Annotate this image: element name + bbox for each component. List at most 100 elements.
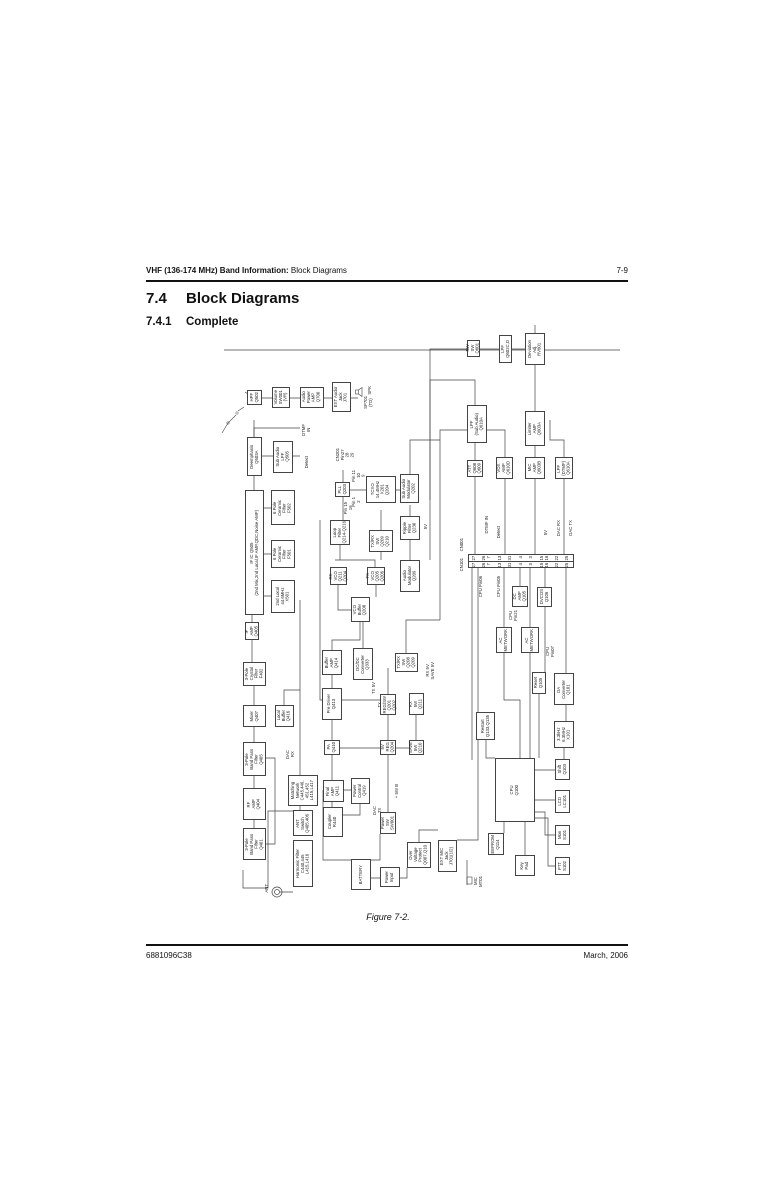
block-txrx-sw-q208: TX/RX SW Q208 Q209: [395, 653, 418, 672]
block-label: 2nd Local 44.6MHz X501: [274, 587, 290, 606]
block-local-buffer: Local Buffer Q416: [275, 705, 294, 727]
block-label: Power Control Q419: [352, 784, 367, 798]
pin: 15 16: [538, 561, 549, 567]
block-audio-power-amp: Audio Power AMP Q700: [300, 387, 324, 408]
block-label: 3.3kHz 6.3MHz X101: [555, 727, 571, 742]
block-label: VOX AMP Q610D: [496, 461, 511, 475]
label-spk: SPK: [367, 386, 372, 395]
label-cpu-pin07: CPU Pin07: [545, 646, 555, 657]
pin: 22: [553, 561, 559, 567]
block-label: 6 Pole Ceramic Filter F501: [272, 546, 292, 562]
block-hpf: HPF Q502: [247, 390, 262, 405]
block-dvcos: DVCOS Q106: [537, 587, 552, 607]
footer-rule: [146, 944, 628, 946]
pin: 22: [553, 555, 559, 561]
block-label: MIC AMP Q603B: [526, 461, 542, 475]
block-label: ATT Q608 Q609: [466, 463, 482, 474]
block-da-converter: DA Converter Q101: [554, 673, 574, 705]
block-label: PA Q410: [326, 742, 336, 753]
block-label: AC METWORK: [524, 628, 534, 652]
pin: 25: [564, 555, 570, 561]
block-label: Reset Q105: [533, 677, 543, 689]
block-label: DA Converter Q101: [555, 679, 571, 699]
block-tx-vco: TX VCO Q205 Q206: [365, 567, 385, 585]
block-sub-audio-lpf: Sub Audio LPF Q505: [273, 441, 293, 473]
block-power-control: Power Control Q419: [351, 778, 370, 804]
block-label: EXT MIC Jack J701(1/2): [439, 846, 454, 866]
block-label: EXT Audio Jack J701: [333, 386, 348, 408]
block-label: Pre Driver Q413: [326, 694, 336, 714]
block-label: Restart Q133,Q135: [479, 714, 490, 738]
block-label: DC/DC Converter Q333: [354, 654, 370, 674]
block-label: PTT S102: [556, 860, 567, 872]
block-label: Deemphasis Q503A: [248, 444, 259, 469]
label-dac-rx: DAC RX: [285, 750, 295, 760]
block-label: Matching Network C445,446, 451,452 L415,…: [290, 780, 315, 801]
block-over-voltage-protect: Over Voltage Protect Q007,Q10: [407, 842, 431, 868]
block-lpf-q602: LPF Q602C,D: [499, 335, 512, 363]
block-label: VCO Buffer Q208: [352, 603, 367, 616]
block-label: Coupler R440: [327, 814, 337, 830]
block-label: 3-Pole Crystal Filter F402: [243, 667, 264, 681]
label-cpu-pin05: CPU Pin05: [496, 576, 501, 598]
block-restart: Restart Q133,Q135: [476, 712, 495, 740]
figure-caption: Figure 7-2.: [366, 912, 410, 922]
block-power-input: Power Input: [380, 867, 400, 887]
label-cn201: CN201 Pin27 28 29: [335, 448, 355, 462]
label-cpu-pin06: CPU Pin06: [478, 576, 483, 598]
block-label: Local Buffer Q416: [276, 710, 291, 722]
block-label: Power Input: [384, 870, 394, 884]
block-label: Harmonic Filter C440,445 L415,L416: [294, 848, 310, 879]
pin: 4: [517, 556, 523, 559]
block-label: NW SW Q601: [465, 343, 480, 354]
label-rx-save-5v: RX 5V SAVE 5V: [425, 662, 435, 680]
block-lpf-dtmf: LPF (DTMF) Q610A: [555, 457, 573, 479]
block-label: IF IC Q505 (2nd Mix,2nd Local,IF AMP,QDC…: [248, 509, 259, 596]
label-tx-5v: TX 5V: [371, 682, 376, 694]
block-mic-amp: MIC AMP Q603B: [525, 457, 545, 479]
block-crystal-filter: 3-Pole Crystal Filter F402: [243, 662, 266, 686]
block-if-ic: IF IC Q505 (2nd Mix,2nd Local,IF AMP,QDC…: [245, 490, 264, 615]
block-label: Audio Power AMP Q700: [301, 391, 321, 404]
block-coupler: Coupler R440: [323, 807, 343, 837]
block-label: Limiter AMP Q603A: [526, 421, 542, 436]
running-header: VHF (136-174 MHz) Band Information: Bloc…: [146, 266, 628, 275]
label-pll-pins-15: Pin 15 16: [343, 502, 353, 515]
block-2nd-local: 2nd Local 44.6MHz X501: [271, 580, 295, 613]
block-label: 6 Pole Ceramic Filter F502: [272, 499, 292, 516]
pin: 26 7: [481, 561, 492, 567]
block-label: Final AMP Q411: [325, 785, 340, 797]
block-shift: Shift Q103: [555, 759, 570, 780]
label-pll-pins-11: Pin 11 10 9: [351, 470, 366, 482]
label-cn101: CN101: [459, 558, 464, 572]
block-deviation-adj: Deviation Adj. RV601: [525, 333, 545, 365]
block-pre-driver: Pre Driver Q413: [322, 688, 342, 720]
block-label: Over Voltage Protect Q007,Q10: [408, 845, 428, 865]
block-label: DC AMP Q105: [511, 591, 527, 602]
section-title: Block Diagrams: [186, 290, 300, 307]
subsection-number: 7.4.1: [146, 316, 172, 328]
block-label: LPF Q602C,D: [499, 340, 510, 358]
block-rx-5w: RX 5W Q211: [408, 693, 424, 715]
block-label: Mixer Q407: [248, 710, 259, 722]
block-ant-switch: ANT Switch Q405,406: [293, 810, 313, 836]
label-mic: MIC MT01: [473, 876, 483, 887]
block-label: TCXO 14.4MHz X201 Q204: [370, 480, 390, 499]
block-power-sw: Power SW SW001: [380, 812, 396, 834]
block-key-pad: Key Pad: [515, 855, 535, 876]
pin: 25: [564, 561, 570, 567]
block-rf-amp: RF AMP Q404: [243, 788, 266, 820]
block-bpf-q401: 3-Pole Band Pass Filter Q401: [243, 828, 266, 860]
block-ac-network-2: AC METWORK: [521, 627, 539, 653]
block-mon-switch: Mon S101: [555, 825, 570, 845]
block-label: EEPROM Q114: [490, 834, 500, 854]
label-5wb: + 5W B: [394, 784, 399, 799]
block-label: ANT Switch Q405,406: [294, 813, 310, 833]
block-ceramic-filter-f502: 6 Pole Ceramic Filter F502: [271, 490, 295, 525]
block-cpu: CPU Q100: [495, 758, 535, 822]
block-pll: PLL Q203: [335, 482, 350, 497]
block-harmonic-filter: Harmonic Filter C440,445 L415,L416: [293, 840, 313, 887]
